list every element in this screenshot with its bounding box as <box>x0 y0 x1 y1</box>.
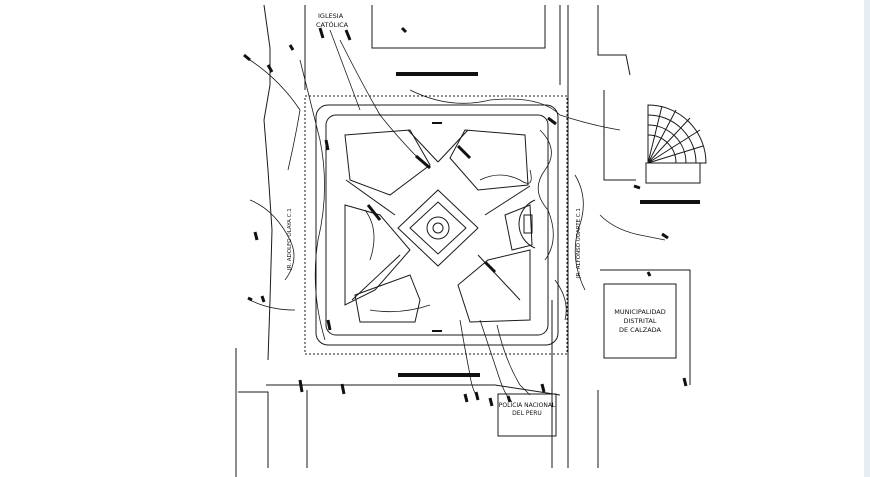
municipality-label-line3: DE CALZADA <box>619 326 662 334</box>
municipality-building <box>603 283 677 359</box>
plaza-outer-walk <box>315 104 559 346</box>
plaza-boundary <box>304 95 568 355</box>
church-label-line1: IGLESIA <box>318 12 344 20</box>
central-fountain <box>397 189 479 267</box>
police-building <box>497 393 557 437</box>
municipality-label-line1: MUNICIPALIDAD <box>614 308 665 316</box>
police-label-line1: POLICIA NACIONAL <box>499 402 556 409</box>
municipality-label-line2: DISTRITAL <box>624 317 657 325</box>
axis-markers <box>396 72 700 377</box>
diagonal-walkways <box>345 129 531 301</box>
stage-semicircle <box>518 199 536 249</box>
amphitheater-detail <box>645 104 707 184</box>
tick-marks <box>243 26 688 407</box>
contour-lines <box>249 29 666 403</box>
plaza-inner-walk <box>325 114 549 336</box>
street-label-alfonso-ugarte: JR. ALFONSO UGARTE C.1 <box>576 208 582 279</box>
street-label-adolfo-olaya: JR. ADOLFO OLAYA C.1 <box>287 208 293 271</box>
canvas-edge <box>864 0 870 477</box>
church-label-line2: CATÓLICA <box>316 20 349 29</box>
police-label-line2: DEL PERU <box>512 410 542 417</box>
